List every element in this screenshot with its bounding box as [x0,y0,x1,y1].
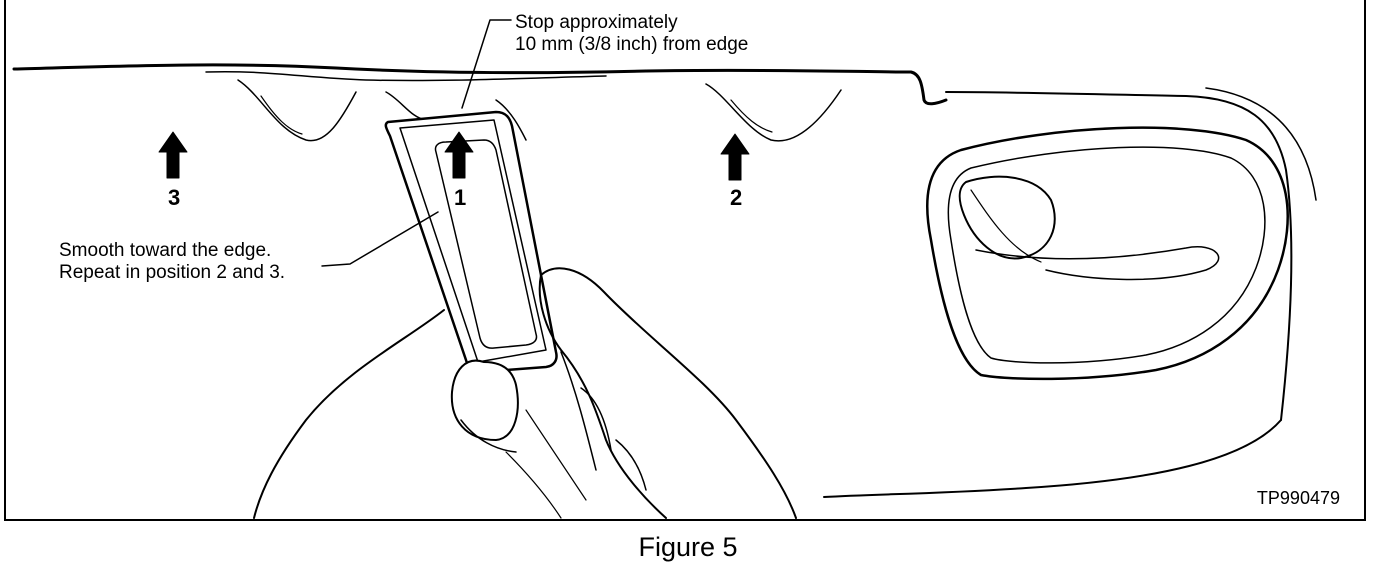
arrow-position-2 [720,133,750,181]
stop-note-line-1: Stop approximately [515,12,678,33]
panel-top-edge [12,63,948,106]
panel-lower-edge [823,419,1282,498]
position-1-label: 1 [454,185,467,210]
reference-code: TP990479 [1256,488,1340,508]
smoothing-tool [384,110,558,374]
wrinkle-center [385,91,427,121]
smooth-leader-line [321,211,439,267]
stop-distance-note: Stop approximately 10 mm (3/8 inch) from… [515,12,748,56]
arrow-position-1 [444,131,474,179]
stop-leader-line [461,19,512,109]
wrinkle-right [705,83,842,142]
smooth-note-line-2: Repeat in position 2 and 3. [59,262,286,283]
panel-edge-inner [205,70,607,82]
position-2-label: 2 [730,185,743,210]
position-3-label: 3 [168,185,181,210]
hand-outline [253,309,445,519]
figure-caption: Figure 5 [638,532,738,562]
figure-illustration-frame: Stop approximately 10 mm (3/8 inch) from… [4,0,1366,521]
line-drawing [12,19,1317,519]
arrow-position-3 [158,131,188,179]
handle-lever [958,175,1056,260]
stop-note-line-2: 10 mm (3/8 inch) from edge [515,34,749,55]
smooth-note-line-1: Smooth toward the edge. [59,240,272,261]
panel-edge-right [945,91,1293,421]
smooth-instruction-note: Smooth toward the edge. Repeat in positi… [59,240,285,284]
handle-recess-outer [926,126,1289,381]
wrinkle-left [237,79,357,142]
